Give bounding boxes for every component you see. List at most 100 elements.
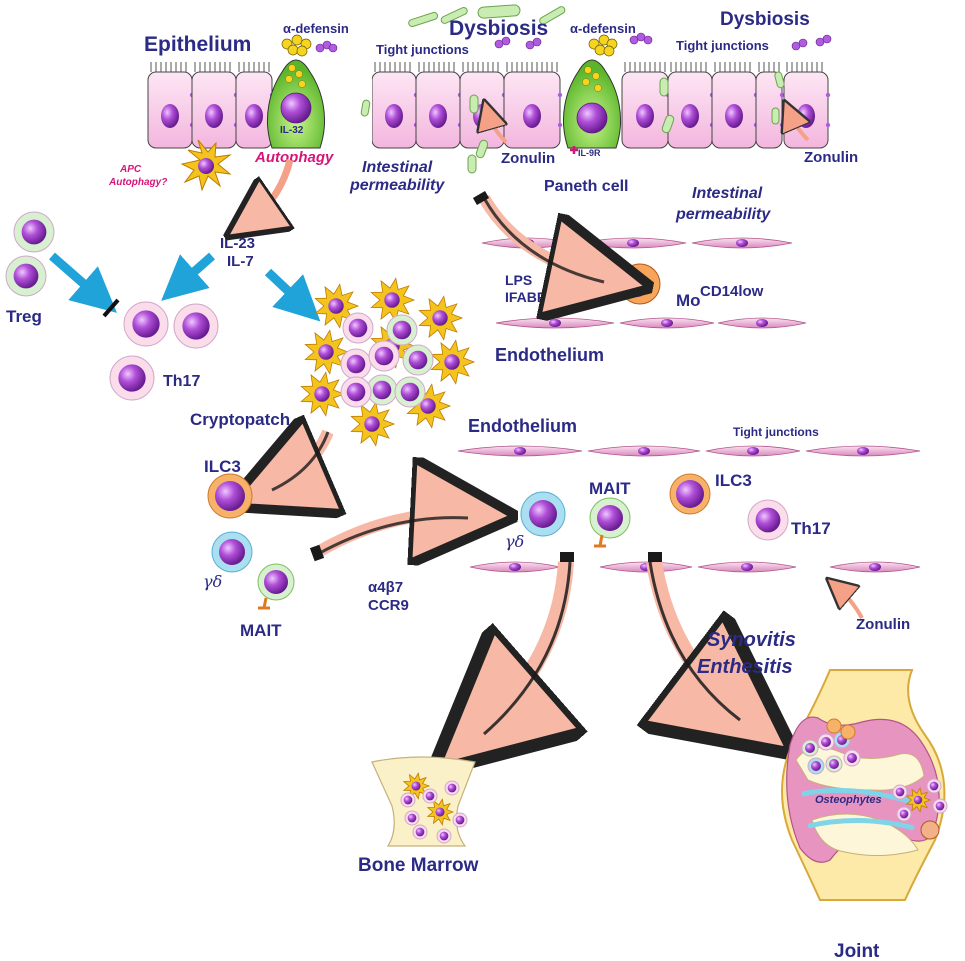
dysbiosis-label-1: Dysbiosis: [449, 17, 548, 40]
alpha-defensin-label-1: α-defensin: [283, 21, 349, 36]
migrating-cells-right: [520, 473, 789, 548]
joint-cell-1: [801, 739, 819, 757]
joint-cell-b4: [932, 798, 948, 814]
epithelial-cells: [147, 62, 831, 149]
enthesitis-label: Enthesitis: [697, 656, 793, 678]
treg-cell-1: [13, 211, 55, 253]
monocyte-cd14low: [619, 263, 661, 305]
endothelium-label-2: Endothelium: [468, 416, 577, 436]
lymphoid-cell-4: [402, 344, 434, 376]
intestinal-permeability-1b: permeability: [349, 177, 445, 194]
treg-cell-2: [5, 255, 47, 297]
epithelial-cell: [783, 62, 831, 149]
endothelium-lower-cell: [599, 561, 693, 573]
immune-cells-left: [5, 211, 219, 401]
cryptopatch-to-ilc3-arrow: [270, 432, 328, 488]
endothelium-middle-cell: [705, 445, 801, 457]
lymphoid-cell-1: [342, 312, 374, 344]
zonulin-arrow-2: [790, 114, 808, 142]
mait-label-2: MAIT: [589, 479, 631, 498]
dendritic-cell-8: [350, 401, 396, 447]
th17-cell-3: [109, 355, 155, 401]
epithelial-cell: [371, 62, 419, 149]
gamma-delta-cell-2: [520, 491, 566, 537]
dendritic-cell-5: [430, 339, 476, 385]
cryptopatch-label: Cryptopatch: [190, 410, 290, 429]
il23-label: IL-23: [220, 235, 255, 252]
dysbiosis-label-2: Dysbiosis: [720, 9, 810, 30]
joint-cell-6: [843, 749, 861, 767]
epithelial-cell: [415, 62, 463, 149]
endothelium-middle-cell: [587, 445, 701, 457]
ilc3-cell-2: [669, 473, 711, 515]
lymphoid-cell-6: [366, 374, 398, 406]
bm-cell-5: [444, 780, 460, 796]
tight-junctions-label-3: Tight junctions: [733, 425, 819, 439]
endothelium-top-cell: [495, 317, 615, 329]
il7-label: IL-7: [227, 253, 254, 270]
apc-autophagy-label: Autophagy?: [108, 177, 167, 188]
dendritic-cell-2: [370, 277, 416, 323]
epithelium-label: Epithelium: [144, 33, 251, 56]
gamma-delta-label-1: γδ: [203, 572, 222, 591]
joint-cell-b2: [926, 778, 942, 794]
endothelium-middle-cell: [805, 445, 921, 457]
endothelium-top-cell: [717, 317, 807, 329]
epithelial-cell: [503, 62, 563, 149]
dendritic-cell-3: [418, 295, 464, 341]
zonulin-label-2: Zonulin: [804, 149, 858, 166]
endothelium-top-cell: [691, 237, 793, 249]
endothelium-lower-cell: [469, 561, 561, 573]
epithelial-cell: [711, 62, 759, 149]
joint-label: Joint: [834, 941, 880, 961]
il32-label: IL-32: [280, 125, 304, 136]
zonulin-arrow-1: [488, 114, 506, 144]
intestinal-permeability-2b: permeability: [675, 206, 771, 223]
lymphoid-cell-5: [368, 340, 400, 372]
dendritic-cell-4: [304, 329, 350, 375]
epithelial-cell: [191, 62, 239, 149]
endothelium-label-1: Endothelium: [495, 345, 604, 365]
autophagy-arrow: [248, 159, 290, 222]
th17-cell-2: [173, 303, 219, 349]
endothelium-lower: [469, 561, 921, 573]
paneth-cell-label: Paneth cell: [544, 178, 628, 195]
zonulin-arrow-3: [838, 588, 864, 619]
epithelial-cell: [147, 62, 195, 149]
a4b7-label: α4β7: [368, 579, 403, 596]
lymphoid-cell-7: [340, 376, 372, 408]
bm-cell-3: [404, 810, 420, 826]
lps-label: LPS: [505, 272, 532, 288]
endothelium-top-cell: [579, 237, 687, 249]
synovitis-label: Synovitis: [707, 629, 796, 651]
th17-label-2: Th17: [791, 519, 831, 538]
lymphoid-cell-3: [340, 348, 372, 380]
homing-arrow: [314, 514, 470, 552]
inhibition-bar: [102, 298, 120, 318]
th17-cell-1: [123, 301, 169, 347]
zonulin-label-1: Zonulin: [501, 150, 555, 167]
apc-label: APC: [119, 164, 142, 175]
joint-cell-b1: [892, 784, 908, 800]
bm-dendritic-1: [402, 772, 431, 800]
mait-cell-2: [589, 497, 631, 548]
epithelial-cell: [621, 62, 671, 149]
endothelium-middle-cell: [457, 445, 583, 457]
bm-cell-7: [436, 828, 452, 844]
treg-label: Treg: [6, 307, 42, 326]
migrating-cells-left: [207, 473, 295, 610]
lymphoid-cell-8: [394, 376, 426, 408]
ilc3-label-1: ILC3: [204, 457, 241, 476]
joint: [781, 669, 948, 901]
purple-granules: [315, 32, 832, 53]
treg-inhibit-arrow: [49, 252, 117, 313]
th17-label-1: Th17: [163, 373, 200, 390]
cd14low-label: CD14low: [700, 283, 764, 300]
joint-cell-5: [825, 755, 843, 773]
gamma-delta-cell-1: [211, 531, 253, 573]
dendritic-cell-7: [406, 383, 452, 429]
tight-junctions-label-1: Tight junctions: [376, 42, 469, 57]
il9r-receptor-icon: [570, 146, 578, 154]
intestinal-permeability-2a: Intestinal: [692, 185, 763, 202]
